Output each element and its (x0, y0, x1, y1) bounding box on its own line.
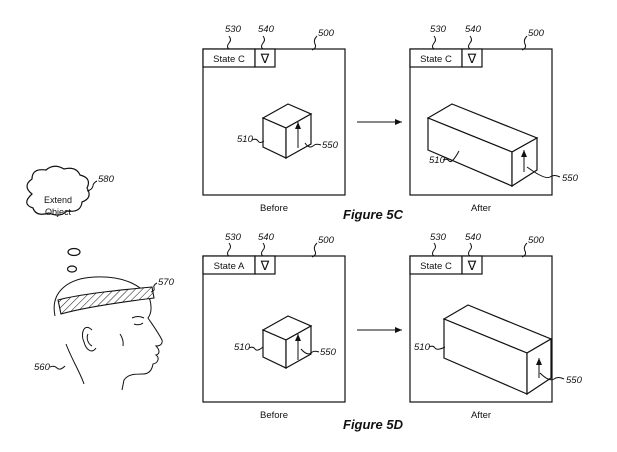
state-label: State A (214, 261, 245, 272)
ref-500: 500 (528, 28, 545, 39)
ref-550: 550 (562, 173, 579, 184)
dropdown-triangle-icon: ∇ (260, 258, 270, 273)
virtual-object-cuboid (426, 103, 539, 188)
ref-530: 530 (225, 232, 242, 243)
ref-530: 530 (430, 232, 447, 243)
fig5d-after-panel: State C ∇ 530 540 500 510 550 After (409, 232, 583, 421)
thought-cloud (26, 165, 90, 216)
ref-550: 550 (322, 140, 339, 151)
dropdown-triangle-icon: ∇ (467, 258, 477, 273)
ref-510: 510 (429, 155, 446, 166)
dropdown-button[interactable] (254, 48, 276, 68)
ref-580: 580 (98, 174, 115, 185)
ref-500: 500 (318, 28, 335, 39)
headband (57, 286, 155, 315)
virtual-object-cube (261, 103, 313, 160)
fig5c-before-panel: State C ∇ 530 540 500 510 550 Before (202, 24, 346, 214)
fig5d-before-panel: State A ∇ 530 540 500 510 550 Before (202, 232, 346, 421)
ref-540: 540 (465, 24, 482, 35)
figure-5c: State C ∇ 530 540 500 510 550 Before (202, 24, 579, 222)
thought-line-1: Extend (44, 195, 72, 205)
ref-510: 510 (234, 342, 251, 353)
ref-530: 530 (430, 24, 447, 35)
virtual-object-cuboid (442, 304, 553, 396)
thought-bubble-large (67, 247, 81, 257)
head-outline (53, 276, 163, 391)
user-with-headband: Extend Object 580 570 560 (26, 165, 175, 391)
caption-before: Before (260, 203, 288, 214)
thought-line-2: Object (45, 207, 72, 217)
dropdown-button[interactable] (461, 48, 483, 68)
caption-before: Before (260, 410, 288, 421)
ref-550: 550 (320, 347, 337, 358)
figure-title: Figure 5C (343, 207, 404, 222)
ref-570: 570 (158, 277, 175, 288)
caption-after: After (471, 410, 491, 421)
state-label: State C (213, 54, 245, 65)
state-label: State C (420, 54, 452, 65)
ref-530: 530 (225, 24, 242, 35)
dropdown-button[interactable] (254, 255, 276, 275)
ear (81, 326, 97, 352)
state-label: State C (420, 261, 452, 272)
figure-title: Figure 5D (343, 417, 404, 432)
dropdown-button[interactable] (461, 255, 483, 275)
ref-500: 500 (528, 235, 545, 246)
ref-500: 500 (318, 235, 335, 246)
ref-560: 560 (34, 362, 51, 373)
fig5c-after-panel: State C ∇ 530 540 500 510 550 After (409, 24, 579, 214)
ref-540: 540 (465, 232, 482, 243)
dropdown-triangle-icon: ∇ (260, 51, 270, 66)
ref-550: 550 (566, 375, 583, 386)
dropdown-triangle-icon: ∇ (467, 51, 477, 66)
ref-510: 510 (237, 134, 254, 145)
thought-bubble-small (66, 265, 78, 273)
ref-510: 510 (414, 342, 431, 353)
figure-5d: State A ∇ 530 540 500 510 550 Before (202, 232, 583, 432)
ref-540: 540 (258, 24, 275, 35)
caption-after: After (471, 203, 491, 214)
ref-540: 540 (258, 232, 275, 243)
